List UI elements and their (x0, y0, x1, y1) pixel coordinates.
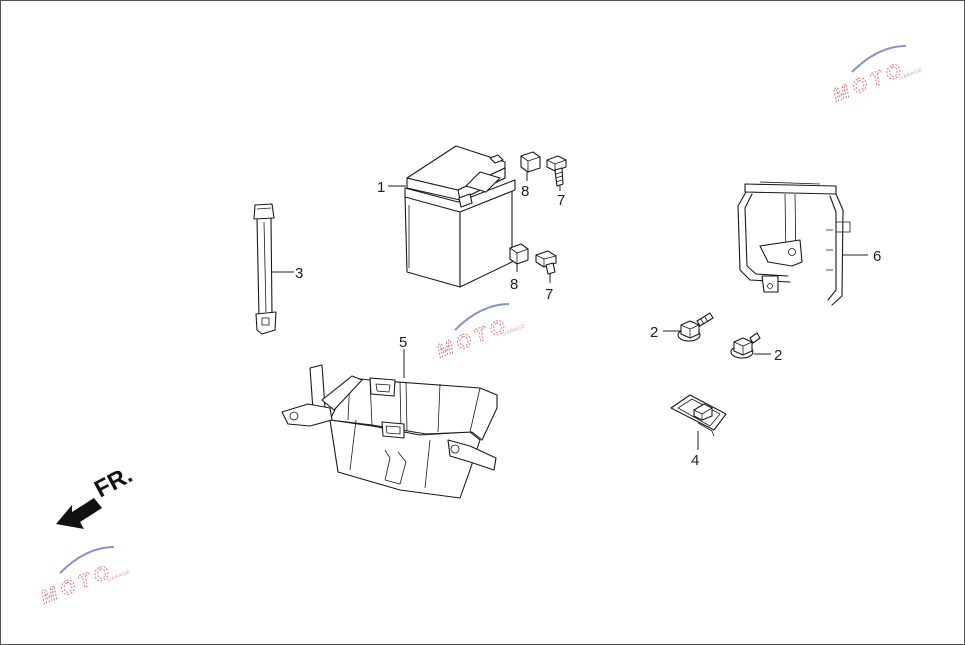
watermark-text: MOTO (38, 560, 117, 608)
callout-bolt-b: 2 (774, 347, 782, 364)
callout-nut-top: 8 (521, 183, 529, 200)
screw-bottom[interactable] (535, 250, 557, 275)
callout-battery-box: 5 (399, 334, 407, 351)
screw-top[interactable] (546, 155, 567, 187)
callout-battery: 1 (377, 179, 385, 196)
callout-screw-bottom: 7 (545, 286, 553, 303)
callout-strap: 3 (295, 265, 303, 282)
watermark-text: MOTO (830, 58, 909, 106)
callout-bracket: 6 (873, 248, 881, 265)
watermark-bottom-left: MOTO GARAGE (38, 546, 132, 609)
square-nut-bottom[interactable] (509, 243, 529, 265)
callout-bolt-a: 2 (650, 324, 658, 341)
square-nut-top[interactable] (520, 151, 541, 173)
swoosh-icon (851, 45, 907, 73)
callouts: 1 3 8 7 8 7 5 6 2 2 4 (272, 172, 881, 469)
watermark-text: MOTO (434, 314, 513, 362)
front-direction-arrow: FR. (56, 461, 137, 529)
clip-nut[interactable] (670, 394, 727, 437)
flange-bolt-a[interactable] (677, 312, 714, 342)
battery-bracket[interactable] (737, 181, 851, 306)
callout-nut-bottom: 8 (510, 276, 518, 293)
callout-clip-nut: 4 (691, 452, 699, 469)
arrow-left-icon (56, 498, 102, 529)
swoosh-icon (59, 546, 115, 574)
battery-strap[interactable] (253, 203, 277, 335)
watermark-top-right: MOTO GARAGE (830, 45, 924, 107)
battery-box[interactable] (281, 364, 498, 499)
front-label: FR. (90, 461, 137, 503)
flange-bolt-b[interactable] (730, 332, 761, 359)
callout-screw-top: 7 (557, 192, 565, 209)
battery[interactable] (404, 145, 516, 288)
watermark-center: MOTO GARAGE (434, 303, 527, 363)
swoosh-icon (454, 303, 510, 331)
